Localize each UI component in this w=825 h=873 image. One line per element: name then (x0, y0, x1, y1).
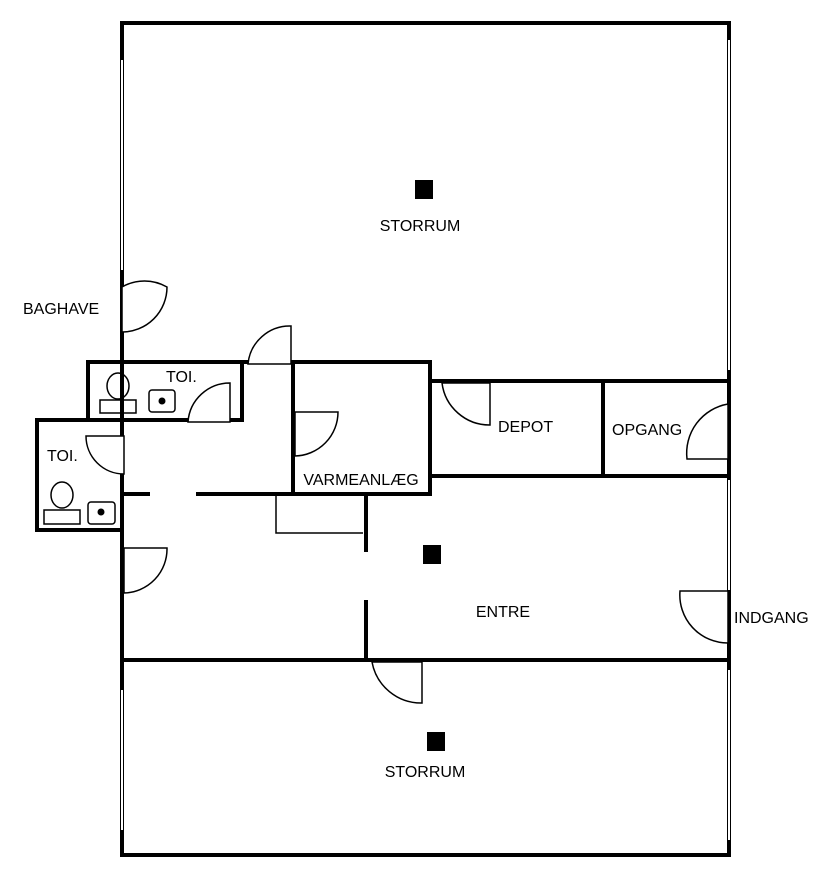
toilet-icon (106, 372, 130, 400)
door-swing-icon (187, 382, 231, 423)
door-swing-icon (441, 382, 491, 426)
sink-drain (97, 508, 105, 516)
label-opgang: OPGANG (612, 422, 682, 439)
pillars (415, 180, 445, 751)
label-storrum-bottom: STORRUM (385, 764, 466, 781)
sink-drain (158, 397, 166, 405)
label-depot: DEPOT (498, 419, 553, 436)
pillar-icon (415, 180, 433, 199)
door-swing-icon (294, 411, 339, 457)
door-swing-icon (121, 280, 168, 333)
label-entre: ENTRE (476, 604, 530, 621)
label-indgang: INDGANG (734, 610, 809, 627)
door-swing-icon (123, 547, 168, 594)
toilet-2-fixtures (43, 481, 116, 525)
sink-icon (87, 501, 116, 525)
label-storrum-top: STORRUM (380, 218, 461, 235)
counter-outline (275, 494, 363, 534)
doors (85, 280, 729, 704)
outer-walls (120, 21, 731, 857)
building-outline (120, 21, 731, 857)
label-toilet-1: TOI. (166, 369, 197, 386)
toilet-1-walls (86, 360, 244, 422)
room-labels: STORRUM BAGHAVE TOI. TOI. VARMEANLÆG DEP… (23, 218, 809, 781)
label-baghave: BAGHAVE (23, 301, 99, 318)
pillar-icon (427, 732, 445, 751)
sink-icon (148, 389, 176, 413)
windows (121, 40, 730, 840)
door-swing-icon (371, 661, 423, 704)
door-swing-icon (247, 325, 292, 365)
toilet-tank (43, 509, 81, 525)
label-varmeanlaeg: VARMEANLÆG (303, 472, 418, 489)
label-toilet-2: TOI. (47, 448, 78, 465)
varmeanlaeg-walls (291, 360, 432, 496)
toilet-icon (50, 481, 74, 509)
toilet-tank (99, 399, 137, 414)
door-swing-icon (85, 435, 125, 475)
toilet-1-fixtures (99, 372, 176, 414)
toilet-2-walls (35, 418, 124, 532)
door-swing-icon (679, 590, 729, 644)
door-swing-icon (685, 403, 729, 460)
interior-walls (35, 360, 731, 662)
pillar-icon (423, 545, 441, 564)
